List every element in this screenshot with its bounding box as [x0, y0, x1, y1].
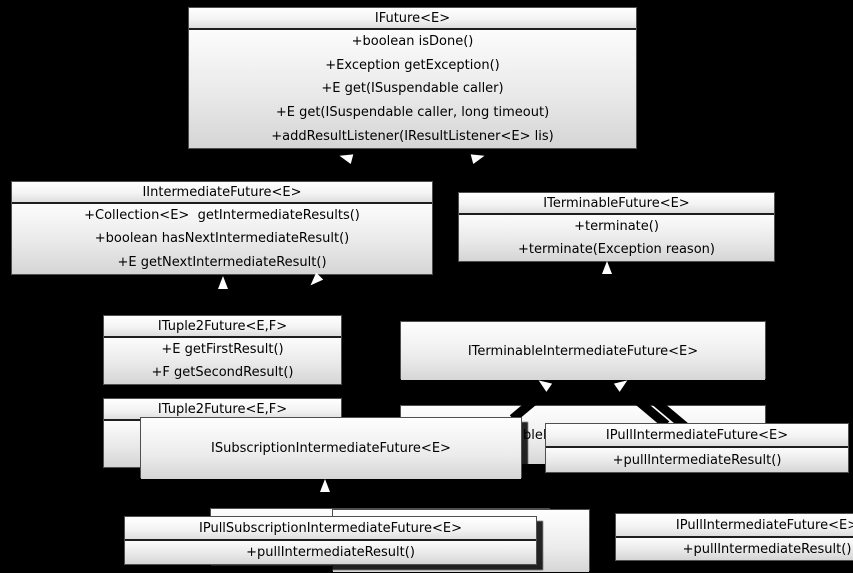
method-label: +F getSecondResult() [151, 365, 294, 380]
class-methods-compartment: +boolean isDone() +Exception getException… [189, 30, 636, 148]
method-label: +terminate() [574, 219, 659, 234]
method-label: +terminate(Exception reason) [518, 242, 715, 257]
inheritance-arrowhead-icon [218, 276, 228, 289]
method-label: +Collection<E> getIntermediateResults() [84, 208, 360, 224]
class-title: IFuture<E> [189, 8, 636, 30]
inheritance-arrowhead-icon [470, 150, 486, 164]
method-label: +Exception getException() [325, 57, 500, 73]
class-title: IIntermediateFuture<E> [12, 182, 432, 204]
method-label: +pullIntermediateResult() [612, 452, 782, 468]
inheritance-arrowhead-icon [338, 150, 354, 164]
method-label: +boolean isDone() [351, 34, 474, 50]
inheritance-arrowhead-icon [602, 261, 612, 274]
method-label: +E get(ISuspendable caller, long timeout… [275, 105, 550, 121]
method-label: +addResultListener(IResultListener<E> li… [271, 128, 554, 144]
class-methods-compartment: +pullIntermediateResult() [125, 541, 536, 564]
class-box-ipullsubscriptionintermediatefuture: IPullSubscriptionIntermediateFuture<E> +p… [124, 516, 537, 565]
class-methods-compartment: +pullIntermediateResult() [616, 538, 853, 560]
class-box-ipullintermediatefuture-1: IPullIntermediateFuture<E> +pullIntermedi… [545, 423, 849, 473]
class-title: ITerminableFuture<E> [459, 193, 774, 215]
method-label: +pullIntermediateResult() [682, 541, 852, 557]
class-title: IPullIntermediateFuture<E> [546, 424, 848, 448]
method-label: +pullIntermediateResult() [246, 545, 415, 560]
method-label: +boolean hasNextIntermediateResult() [94, 231, 350, 247]
class-methods-compartment: +E getFirstResult() +F getSecondResult() [104, 338, 341, 384]
class-box-ipullintermediatefuture-2: IPullIntermediateFuture<E> +pullIntermedi… [615, 513, 853, 561]
class-methods-compartment: +pullIntermediateResult() [546, 448, 848, 472]
inheritance-arrowhead-icon [320, 479, 330, 492]
method-label: +E get(ISuspendable caller) [321, 81, 504, 97]
class-methods-compartment: +terminate() +terminate(Exception reason) [459, 215, 774, 261]
class-title: ITuple2Future<E,F> [104, 316, 341, 338]
class-box-isubscriptionintermediatefuture: ISubscriptionIntermediateFuture<E> [140, 417, 522, 479]
class-title: ITerminableIntermediateFuture<E> [401, 322, 765, 380]
class-box-ituple2future-1: ITuple2Future<E,F> +E getFirstResult() +F … [103, 315, 342, 385]
class-title: ISubscriptionIntermediateFuture<E> [141, 418, 521, 479]
class-box-ifuture: IFuture<E> +boolean isDone() +Exception ge… [188, 7, 637, 149]
class-title: IPullSubscriptionIntermediateFuture<E> [125, 517, 536, 541]
class-box-iterminableintermediatefuture-1: ITerminableIntermediateFuture<E> [400, 321, 766, 380]
class-box-iterminablefuture: ITerminableFuture<E>+terminate()+termina… [458, 192, 775, 262]
class-methods-compartment: +Collection<E> getIntermediateResults() +… [12, 204, 432, 274]
class-title: IPullIntermediateFuture<E> [616, 514, 853, 538]
method-label: +E getNextIntermediateResult() [117, 254, 327, 270]
inheritance-arrowhead-icon [306, 272, 324, 289]
class-box-iintermediatefuture: IIntermediateFuture<E>+Collection<E> get… [11, 181, 433, 275]
method-label: +E getFirstResult() [161, 342, 284, 357]
